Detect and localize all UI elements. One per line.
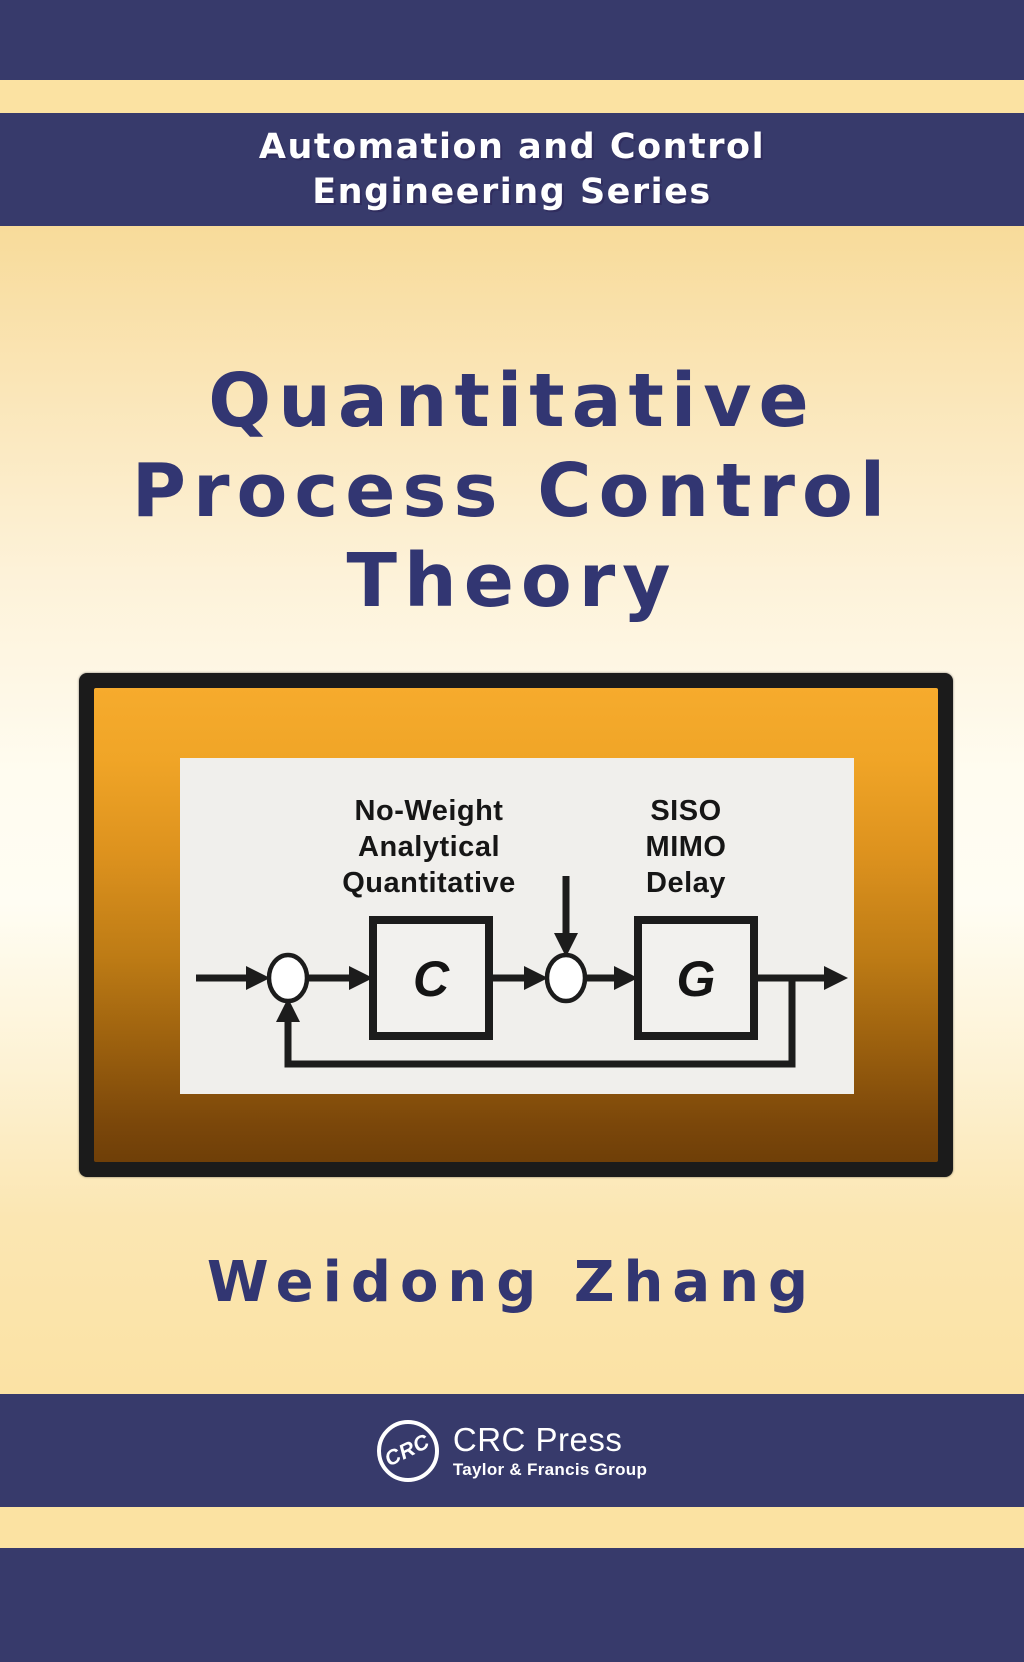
output-arrowhead bbox=[824, 966, 848, 990]
g-input-arrowhead bbox=[614, 966, 638, 990]
title-line-2: Process Control bbox=[131, 448, 893, 534]
title-line-3: Theory bbox=[346, 538, 678, 624]
label-siso: SISO bbox=[650, 795, 721, 827]
controller-block bbox=[369, 916, 493, 1040]
title-line-1: Quantitative bbox=[208, 358, 816, 444]
diagram-panel: C G No-Weight Analytical Quantitative SI… bbox=[180, 758, 854, 1094]
summing-junction-1 bbox=[266, 952, 310, 1004]
book-title: Quantitative Process Control Theory bbox=[0, 356, 1024, 626]
publisher-tagline: Taylor & Francis Group bbox=[452, 1459, 648, 1479]
label-quantitative: Quantitative bbox=[342, 867, 516, 899]
cover-art-frame: C G No-Weight Analytical Quantitative SI… bbox=[79, 673, 953, 1177]
cover-art-gradient: C G No-Weight Analytical Quantitative SI… bbox=[94, 688, 938, 1162]
footer-divider-strip bbox=[0, 1507, 1024, 1548]
sum1-arrowhead bbox=[349, 966, 373, 990]
plant-block-label: G bbox=[677, 951, 716, 1007]
crc-press-logo: CRC Press Taylor & Francis Group bbox=[452, 1420, 648, 1480]
main-background: Quantitative Process Control Theory bbox=[0, 226, 1024, 1394]
feedback-arrowhead bbox=[276, 998, 300, 1022]
label-mimo: MIMO bbox=[646, 831, 727, 863]
series-divider-strip bbox=[0, 80, 1024, 113]
publisher-name: CRC Press bbox=[452, 1420, 623, 1458]
crc-monogram-icon: CRC bbox=[376, 1419, 439, 1482]
plant-block bbox=[634, 916, 758, 1040]
feedback-path bbox=[284, 978, 796, 1068]
crc-monogram-text: CRC bbox=[381, 1429, 434, 1471]
label-delay: Delay bbox=[646, 867, 726, 899]
input-arrowhead bbox=[246, 966, 270, 990]
sum2-left-arrowhead bbox=[524, 966, 548, 990]
publisher-band: CRC CRC Press Taylor & Francis Group bbox=[0, 1394, 1024, 1507]
block-diagram: C G No-Weight Analytical Quantitative SI… bbox=[196, 795, 848, 1068]
series-line-2: Engineering Series bbox=[312, 171, 712, 212]
author-name: Weidong Zhang bbox=[206, 1250, 818, 1315]
disturbance-arrowhead bbox=[554, 933, 578, 957]
series-line-1: Automation and Control bbox=[258, 126, 766, 167]
label-analytical: Analytical bbox=[358, 831, 500, 863]
series-banner: Automation and Control Engineering Serie… bbox=[0, 113, 1024, 226]
controller-block-label: C bbox=[413, 951, 450, 1007]
summing-junction-2 bbox=[544, 952, 588, 1004]
bottom-band bbox=[0, 1548, 1024, 1662]
top-band bbox=[0, 0, 1024, 80]
label-no-weight: No-Weight bbox=[355, 795, 504, 827]
